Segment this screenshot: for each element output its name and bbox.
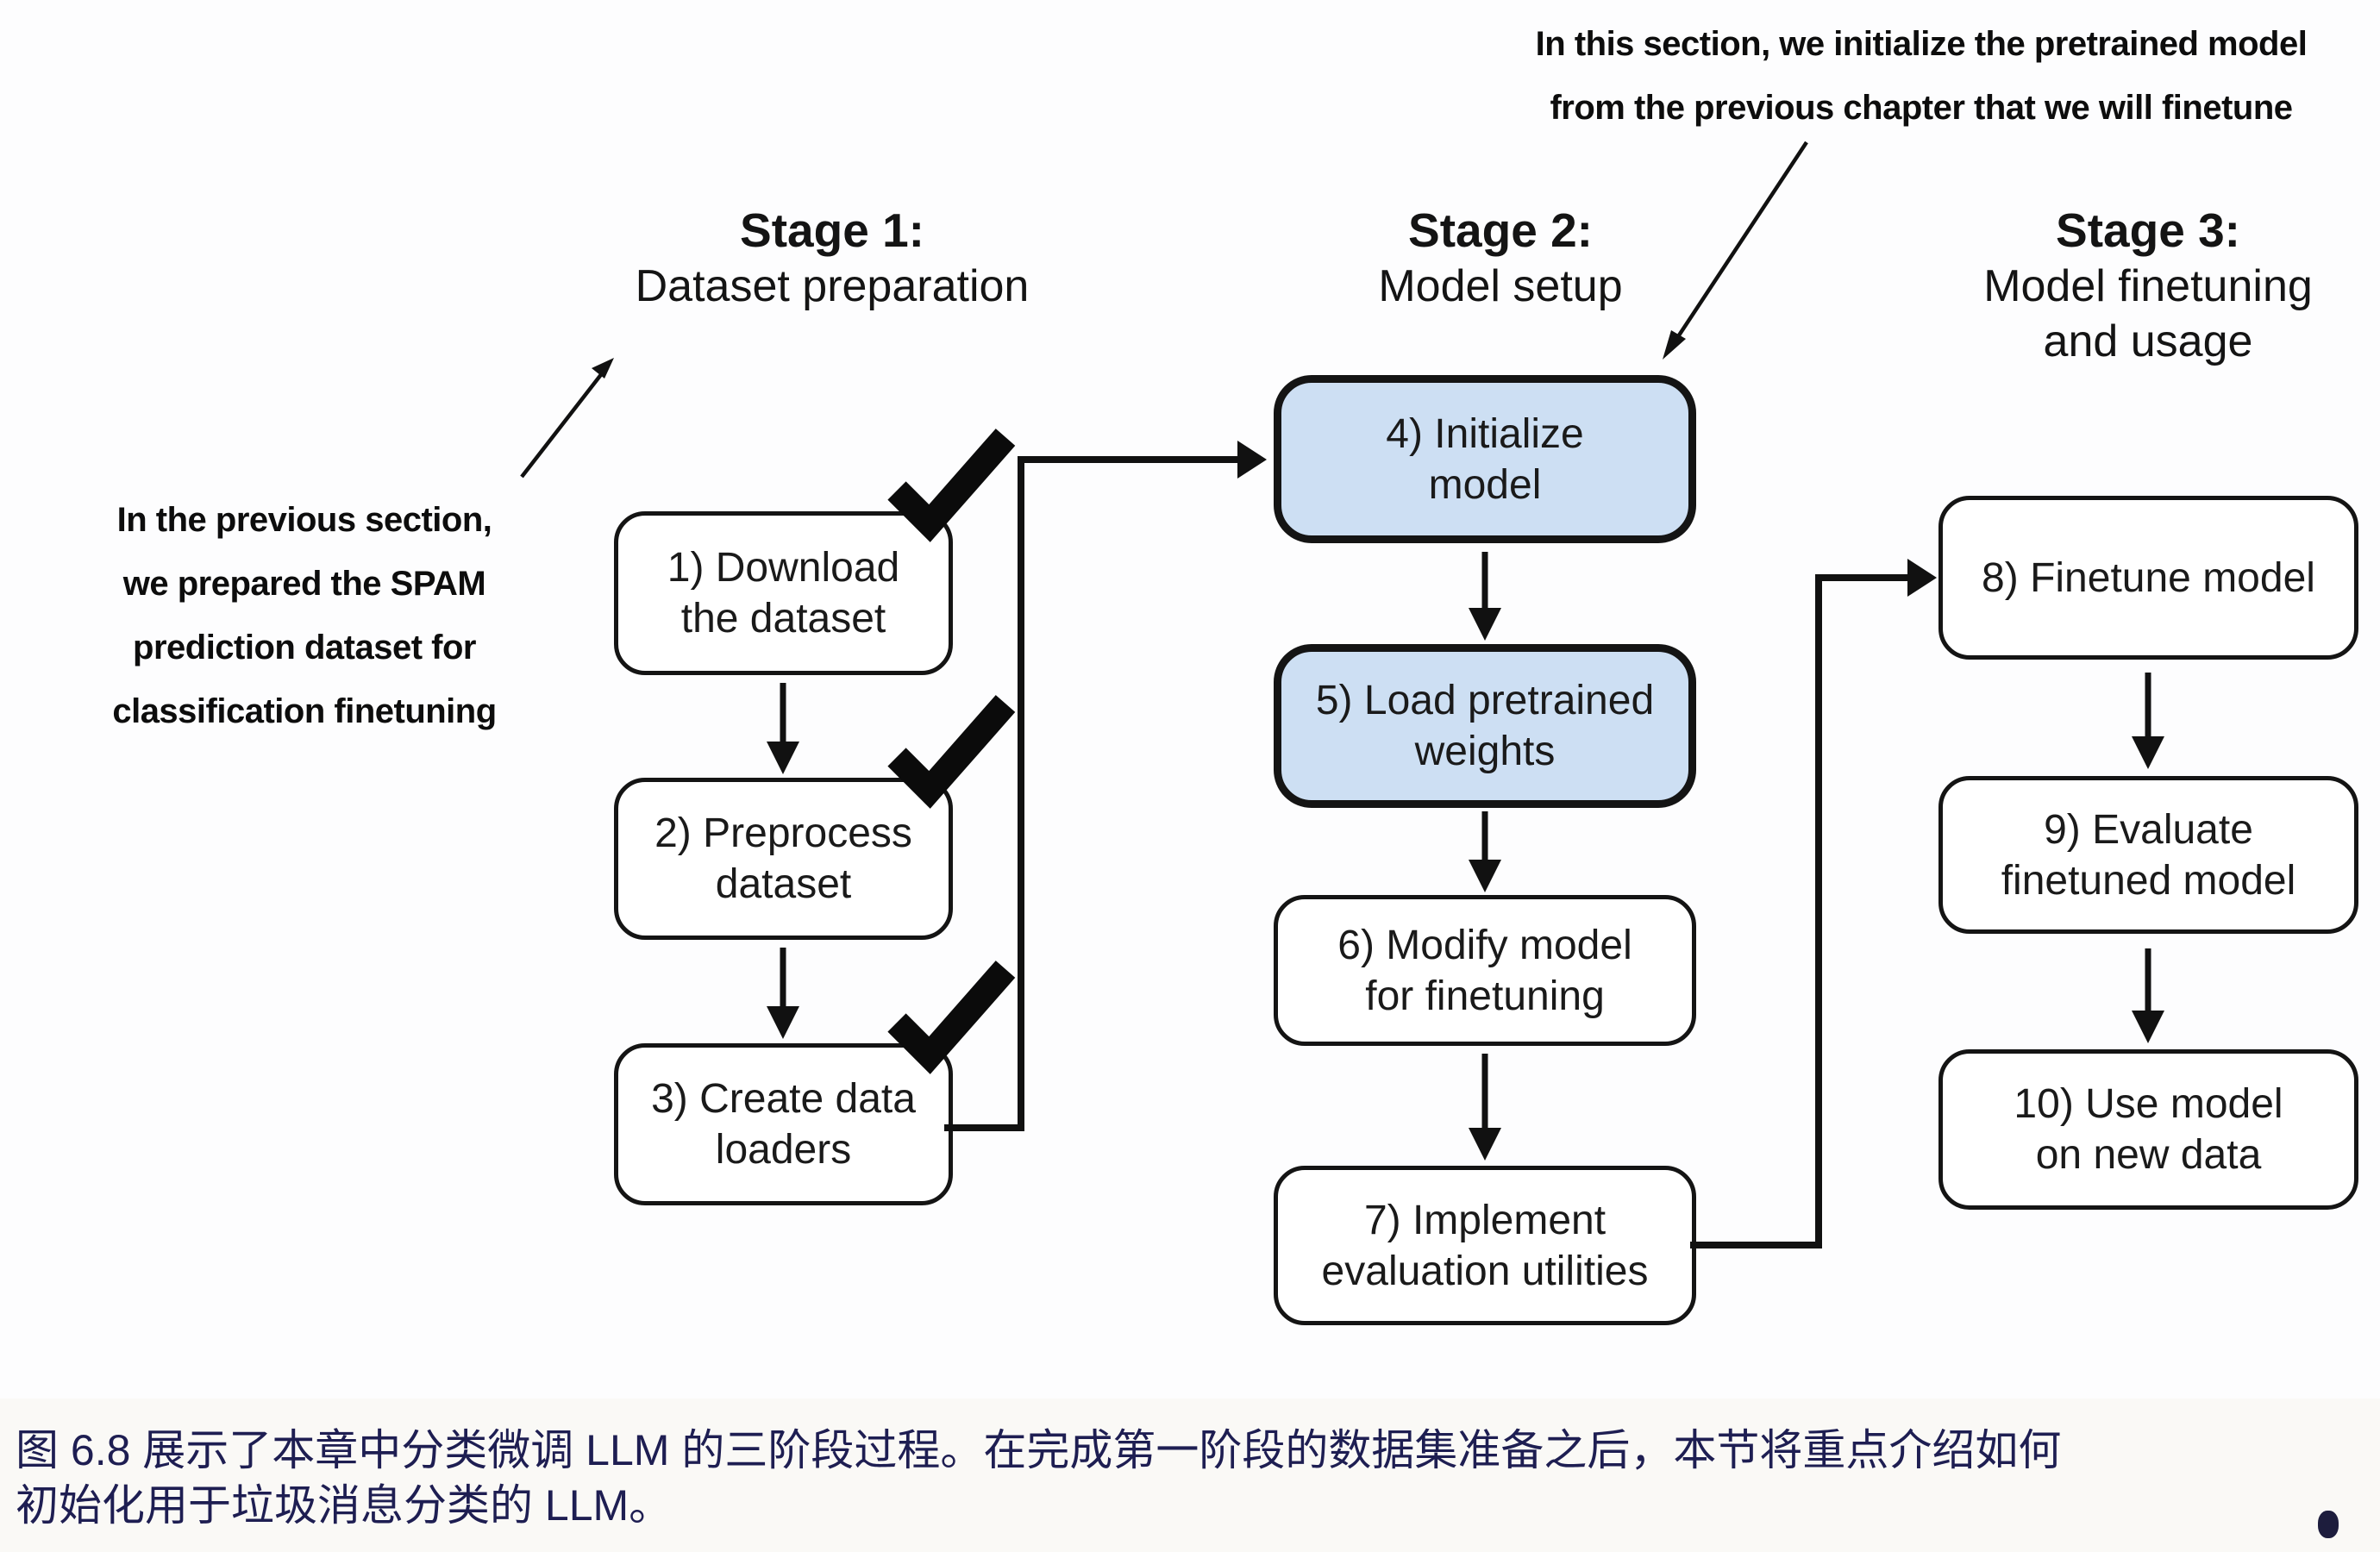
arrow-down-icon xyxy=(767,948,799,1039)
node-label: for finetuning xyxy=(1365,973,1605,1019)
node-label: 9) Evaluate xyxy=(2044,806,2253,853)
flow-node-4-initialize-model: 4) Initialize model xyxy=(1274,375,1696,543)
flow-node-10-use-model-new-data: 10) Use model on new data xyxy=(1938,1049,2358,1210)
checkmark-icon xyxy=(887,961,1016,1074)
top-annotation: In this section, we initialize the pretr… xyxy=(1404,12,2380,140)
node-label: weights xyxy=(1414,729,1556,774)
stage3-subtitle-line2: and usage xyxy=(2043,316,2253,366)
stage1-subtitle: Dataset preparation xyxy=(635,261,1030,311)
annotation-arrow-to-stage1 xyxy=(520,358,614,479)
node-label: 3) Create data xyxy=(651,1076,916,1122)
stage3-subtitle-line1: Model finetuning xyxy=(1983,261,2313,311)
flow-node-5-load-pretrained-weights: 5) Load pretrained weights xyxy=(1274,644,1696,808)
stage3-title: Stage 3: xyxy=(2056,203,2240,257)
arrow-down-icon xyxy=(767,683,799,774)
checkmark-icon xyxy=(887,429,1016,542)
node-label: evaluation utilities xyxy=(1321,1248,1649,1294)
node-label: 5) Load pretrained xyxy=(1315,678,1655,723)
arrow-down-icon xyxy=(1469,552,1501,641)
node-label: 2) Preprocess xyxy=(654,810,912,856)
flow-node-8-finetune-model: 8) Finetune model xyxy=(1938,496,2358,660)
left-annotation-line4: classification finetuning xyxy=(112,692,497,730)
left-annotation-line2: we prepared the SPAM xyxy=(122,565,486,603)
arrow-down-icon xyxy=(1469,1054,1501,1161)
arrow-down-icon xyxy=(2132,673,2164,769)
figure-caption-line1: 图 6.8 展示了本章中分类微调 LLM 的三阶段过程。在完成第一阶段的数据集准… xyxy=(16,1426,2062,1474)
left-annotation-line1: In the previous section, xyxy=(116,501,492,539)
connector-3-to-4 xyxy=(1018,456,1237,463)
top-annotation-line1: In this section, we initialize the pretr… xyxy=(1535,25,2308,63)
stage1-title: Stage 1: xyxy=(740,203,924,257)
node-label: 1) Download xyxy=(667,545,900,591)
stage2-subtitle: Model setup xyxy=(1378,261,1623,311)
node-label: finetuned model xyxy=(2001,857,2296,904)
annotation-arrow-to-initialize-model xyxy=(1663,141,1808,360)
arrow-down-icon xyxy=(2132,948,2164,1043)
checkmark-icon xyxy=(887,695,1016,809)
node-label: model xyxy=(1428,461,1542,508)
node-label: on new data xyxy=(2035,1132,2262,1178)
node-label: dataset xyxy=(715,861,852,907)
arrow-down-icon xyxy=(1469,811,1501,892)
connector-7-to-8 xyxy=(1815,574,1910,581)
node-label: the dataset xyxy=(680,596,886,641)
top-annotation-line2: from the previous chapter that we will f… xyxy=(1550,89,2293,127)
flow-node-6-modify-model: 6) Modify model for finetuning xyxy=(1274,895,1696,1046)
figure-caption-line2: 初始化用于垃圾消息分类的 LLM。 xyxy=(16,1481,673,1530)
stage3-header: Stage 3: Model finetuning and usage xyxy=(1889,202,2380,369)
node-label: 10) Use model xyxy=(2014,1081,2283,1127)
node-label: 6) Modify model xyxy=(1337,922,1632,968)
flow-node-3-create-data-loaders: 3) Create data loaders xyxy=(614,1043,953,1205)
left-annotation: In the previous section, we prepared the… xyxy=(46,488,563,743)
flow-node-7-implement-evaluation-utilities: 7) Implement evaluation utilities xyxy=(1274,1166,1696,1325)
arrow-right-icon xyxy=(1237,441,1267,479)
flow-node-2-preprocess-dataset: 2) Preprocess dataset xyxy=(614,778,953,940)
connector-7-to-8 xyxy=(1690,1242,1822,1248)
connector-3-to-4 xyxy=(1018,456,1024,1131)
node-label: loaders xyxy=(715,1127,852,1173)
arrow-right-icon xyxy=(1907,559,1937,597)
compression-artifact-dot xyxy=(2318,1511,2339,1538)
left-annotation-line3: prediction dataset for xyxy=(133,629,476,666)
node-label: 4) Initialize xyxy=(1386,410,1584,457)
stage2-title: Stage 2: xyxy=(1408,203,1593,257)
node-label: 8) Finetune model xyxy=(1982,554,2315,601)
node-label: 7) Implement xyxy=(1363,1197,1606,1243)
flow-node-1-download-dataset: 1) Download the dataset xyxy=(614,511,953,675)
stage2-header: Stage 2: Model setup xyxy=(1242,202,1759,314)
flow-node-9-evaluate-finetuned-model: 9) Evaluate finetuned model xyxy=(1938,776,2358,934)
connector-3-to-4 xyxy=(944,1124,1024,1131)
caption-background xyxy=(0,1399,2380,1552)
stage1-header: Stage 1: Dataset preparation xyxy=(573,202,1091,314)
connector-7-to-8 xyxy=(1815,574,1822,1248)
